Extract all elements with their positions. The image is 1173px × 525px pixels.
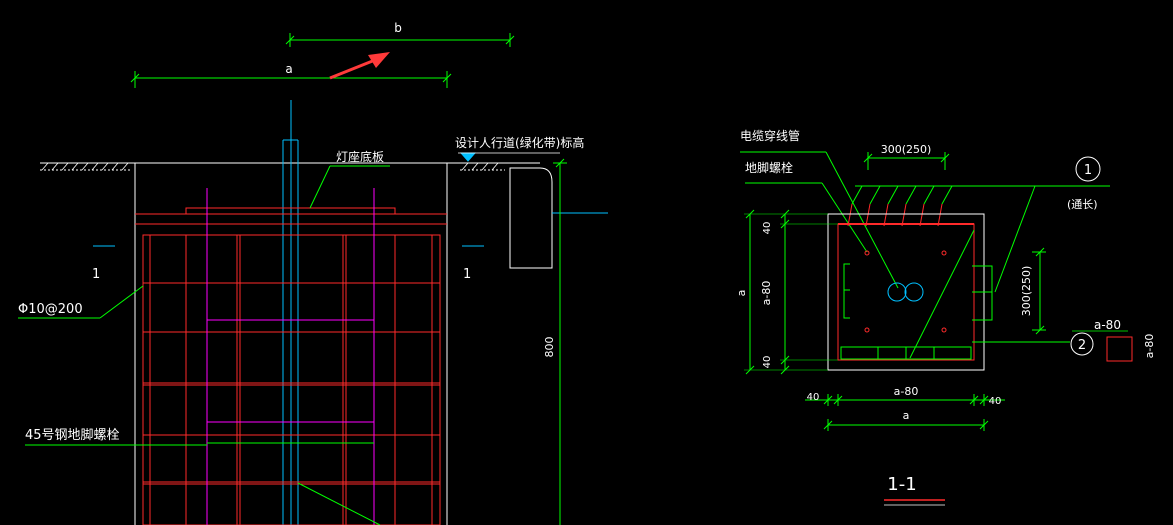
dimension-left-total-label: a bbox=[735, 290, 748, 297]
callout-2-number: 2 bbox=[1078, 338, 1086, 353]
callout-1-circle bbox=[1075, 156, 1101, 182]
base-plate-leader bbox=[309, 165, 390, 209]
callout-1-number: 1 bbox=[1084, 163, 1092, 178]
callout-2-circle bbox=[1070, 332, 1094, 356]
small-square-label: a-80 bbox=[1143, 334, 1156, 359]
rebar-top bbox=[135, 213, 447, 225]
dimension-right-label: 300(250) bbox=[1020, 266, 1033, 317]
dimension-left-mid-label: a-80 bbox=[760, 281, 773, 306]
dimension-bottom bbox=[805, 394, 1005, 431]
dimension-bottom-right-label: 40 bbox=[989, 396, 1002, 407]
elevation-view: b a bbox=[18, 21, 608, 525]
section-view: 电缆穿线管 地脚螺栓 300(250) 1 (通长) bbox=[735, 128, 1156, 506]
rebar-spec-label: Φ10@200 bbox=[18, 302, 83, 317]
dimension-top-label: 300(250) bbox=[881, 143, 932, 156]
dimension-right bbox=[1032, 247, 1046, 335]
callout-2-text: a-80 bbox=[1094, 318, 1121, 332]
anchor-bolt-marks bbox=[864, 250, 947, 333]
ground-hatch bbox=[41, 162, 499, 171]
design-sidewalk-label: 设计人行道(绿化带)标高 bbox=[455, 135, 584, 150]
callout-1-note: (通长) bbox=[1067, 198, 1098, 211]
foundation-outline bbox=[134, 163, 448, 525]
dimension-b bbox=[285, 33, 515, 47]
dimension-left-top-label: 40 bbox=[762, 222, 773, 235]
bottom-leader bbox=[297, 482, 381, 525]
dimension-bottom-left-label: 40 bbox=[807, 392, 820, 403]
inner-diagonal bbox=[909, 229, 975, 359]
section-anchor-bolt-label: 地脚螺栓 bbox=[745, 160, 793, 175]
anchor-bolt-label: 45号钢地脚螺栓 bbox=[25, 427, 120, 443]
rebar-spec-leader bbox=[18, 285, 144, 319]
dimension-height-label: 800 bbox=[543, 337, 556, 358]
section-mark-right-label: 1 bbox=[463, 267, 471, 282]
lamp-base-plate-label: 灯座底板 bbox=[336, 149, 384, 164]
dimension-left-bottom-label: 40 bbox=[762, 356, 773, 369]
section-label-leaders bbox=[740, 151, 899, 289]
dimension-left bbox=[744, 209, 838, 375]
side-brackets bbox=[843, 263, 993, 321]
red-arrow-icon bbox=[329, 52, 390, 80]
section-mark-right: 1 bbox=[462, 245, 484, 282]
section-mark-left-label: 1 bbox=[92, 267, 100, 282]
rebar-cage bbox=[142, 234, 441, 525]
cable-conduit-icon bbox=[887, 282, 924, 302]
dimension-bottom-total-label: a bbox=[903, 409, 910, 422]
dimension-top bbox=[863, 152, 950, 170]
dimension-bottom-mid-label: a-80 bbox=[894, 385, 919, 398]
anchor-bolts bbox=[206, 188, 375, 525]
elevation-triangle-icon bbox=[459, 152, 477, 162]
curb-outline bbox=[509, 167, 553, 269]
section-title: 1-1 bbox=[887, 474, 916, 495]
section-mark-left: 1 bbox=[92, 245, 115, 282]
center-axis bbox=[282, 100, 299, 525]
dimension-a bbox=[130, 71, 452, 88]
small-square-detail bbox=[1106, 336, 1133, 362]
cable-conduit-label: 电缆穿线管 bbox=[740, 128, 800, 143]
ground-line bbox=[40, 162, 540, 171]
bottom-bars bbox=[840, 346, 972, 360]
callout-1-leaders bbox=[851, 185, 1110, 293]
dimension-b-label: b bbox=[394, 21, 402, 35]
dimension-height bbox=[553, 158, 567, 525]
dimension-a-label: a bbox=[285, 62, 292, 76]
rebar-ticks-top bbox=[847, 203, 943, 227]
